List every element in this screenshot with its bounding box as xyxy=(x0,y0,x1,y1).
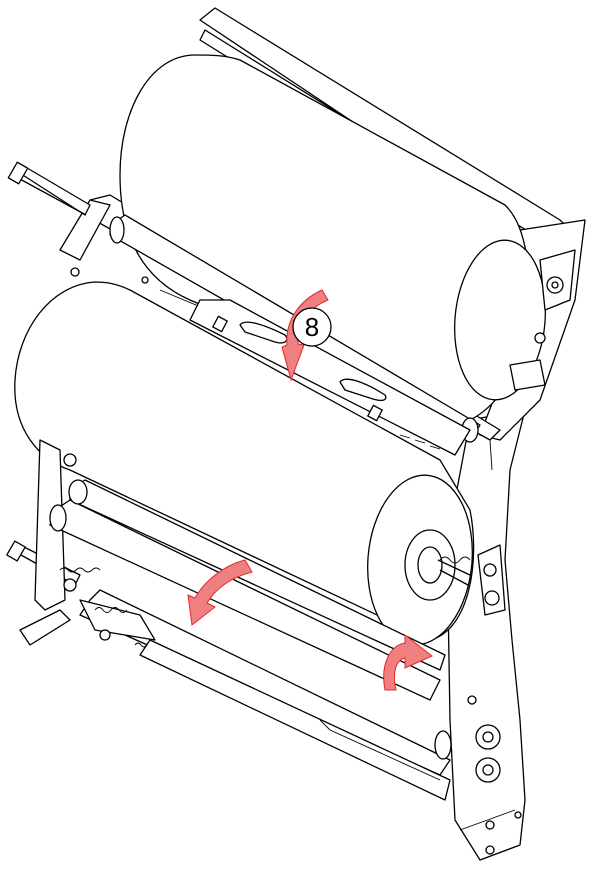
left-tension-mechanism xyxy=(19,567,156,648)
step-callout: 8 xyxy=(292,307,332,347)
rotation-arrow-middle xyxy=(187,559,253,626)
upper-left-shaft xyxy=(7,161,91,216)
upper-paper-roll xyxy=(119,54,547,421)
middle-cross-bar xyxy=(189,299,471,456)
step-number-label: 8 xyxy=(305,312,319,342)
right-side-plate xyxy=(447,409,526,861)
lower-paper-roller xyxy=(49,479,446,701)
lower-right-bracket xyxy=(477,544,506,616)
middle-paper-roll xyxy=(14,281,475,646)
rotation-arrow-lower xyxy=(383,633,433,691)
upper-right-bracket xyxy=(509,249,576,391)
step-callout-circle xyxy=(292,307,332,347)
bottom-roller xyxy=(79,589,452,801)
right-plate-fasteners xyxy=(70,267,522,855)
